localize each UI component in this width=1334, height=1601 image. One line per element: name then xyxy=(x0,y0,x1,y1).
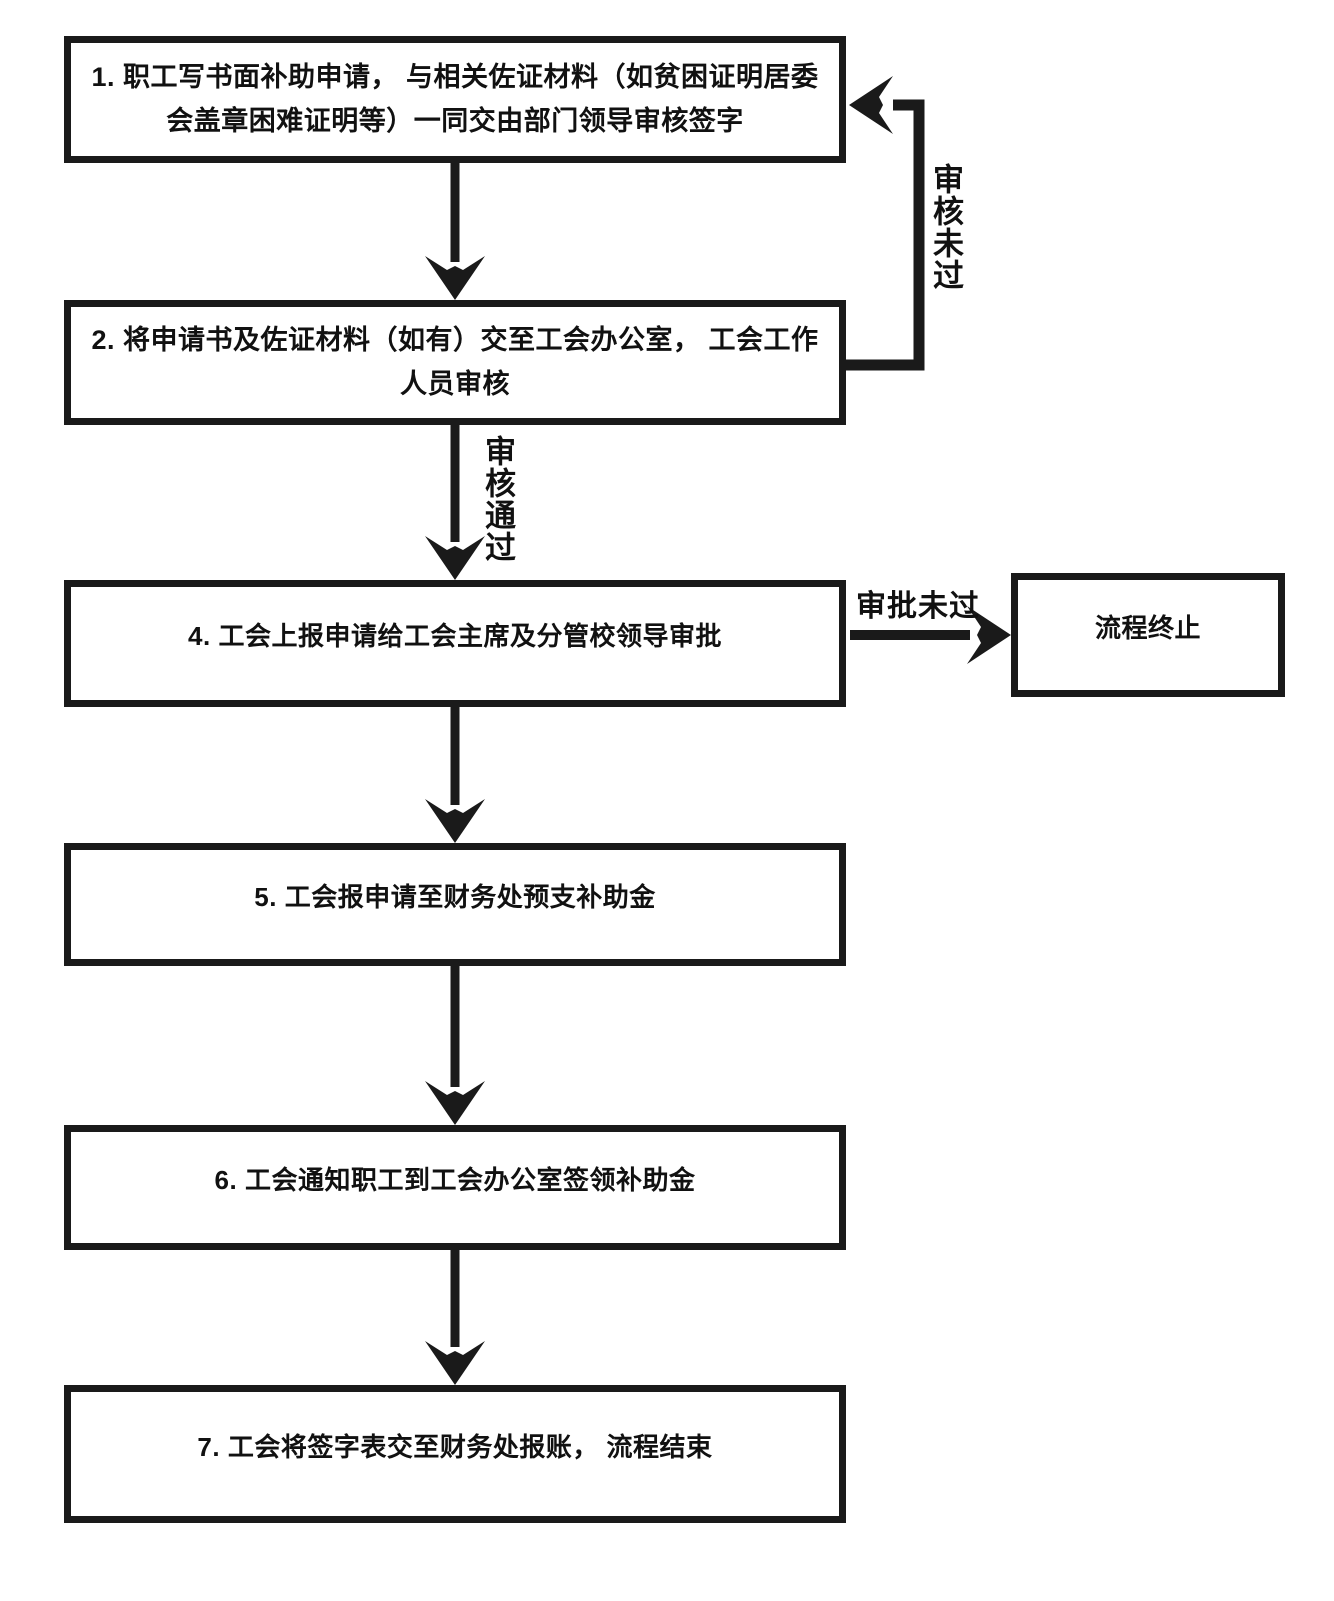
terminal-node-terminate[interactable]: 流程终止 xyxy=(1011,573,1285,697)
edge-step5-to-step6 xyxy=(425,966,485,1125)
process-node-step1-label: 1. 职工写书面补助申请， 与相关佐证材料（如贫困证明居委 会盖章困难证明等）一… xyxy=(91,61,819,136)
process-node-step4-label: 4. 工会上报申请给工会主席及分管校领导审批 xyxy=(188,621,722,652)
edge-label-review-passed: 审核通过 xyxy=(480,435,515,563)
process-node-step6-label: 6. 工会通知职工到工会办公室签领补助金 xyxy=(214,1165,696,1196)
edge-step4-to-terminate xyxy=(850,606,1011,664)
process-node-step4[interactable]: 4. 工会上报申请给工会主席及分管校领导审批 xyxy=(64,580,846,707)
process-node-step7[interactable]: 7. 工会将签字表交至财务处报账， 流程结束 xyxy=(64,1385,846,1523)
process-node-step5-label: 5. 工会报申请至财务处预支补助金 xyxy=(254,882,656,913)
terminal-node-terminate-label: 流程终止 xyxy=(1094,612,1201,643)
process-node-step2[interactable]: 2. 将申请书及佐证材料（如有）交至工会办公室， 工会工作 人员审核 xyxy=(64,300,846,425)
process-node-step6[interactable]: 6. 工会通知职工到工会办公室签领补助金 xyxy=(64,1125,846,1250)
edge-step2-to-step1-reject xyxy=(846,76,925,371)
edge-label-review-rejected: 审核未过 xyxy=(928,163,963,291)
edge-step4-to-step5 xyxy=(425,707,485,843)
process-node-step2-label: 2. 将申请书及佐证材料（如有）交至工会办公室， 工会工作 人员审核 xyxy=(91,324,819,399)
edge-label-approval-denied: 审批未过 xyxy=(856,590,980,623)
process-node-step7-label: 7. 工会将签字表交至财务处报账， 流程结束 xyxy=(197,1431,713,1462)
process-node-step5[interactable]: 5. 工会报申请至财务处预支补助金 xyxy=(64,843,846,966)
edge-step6-to-step7 xyxy=(425,1250,485,1385)
edge-step2-to-step4 xyxy=(425,425,485,580)
process-node-step1[interactable]: 1. 职工写书面补助申请， 与相关佐证材料（如贫困证明居委 会盖章困难证明等）一… xyxy=(64,36,846,163)
edge-step1-to-step2 xyxy=(425,163,485,300)
